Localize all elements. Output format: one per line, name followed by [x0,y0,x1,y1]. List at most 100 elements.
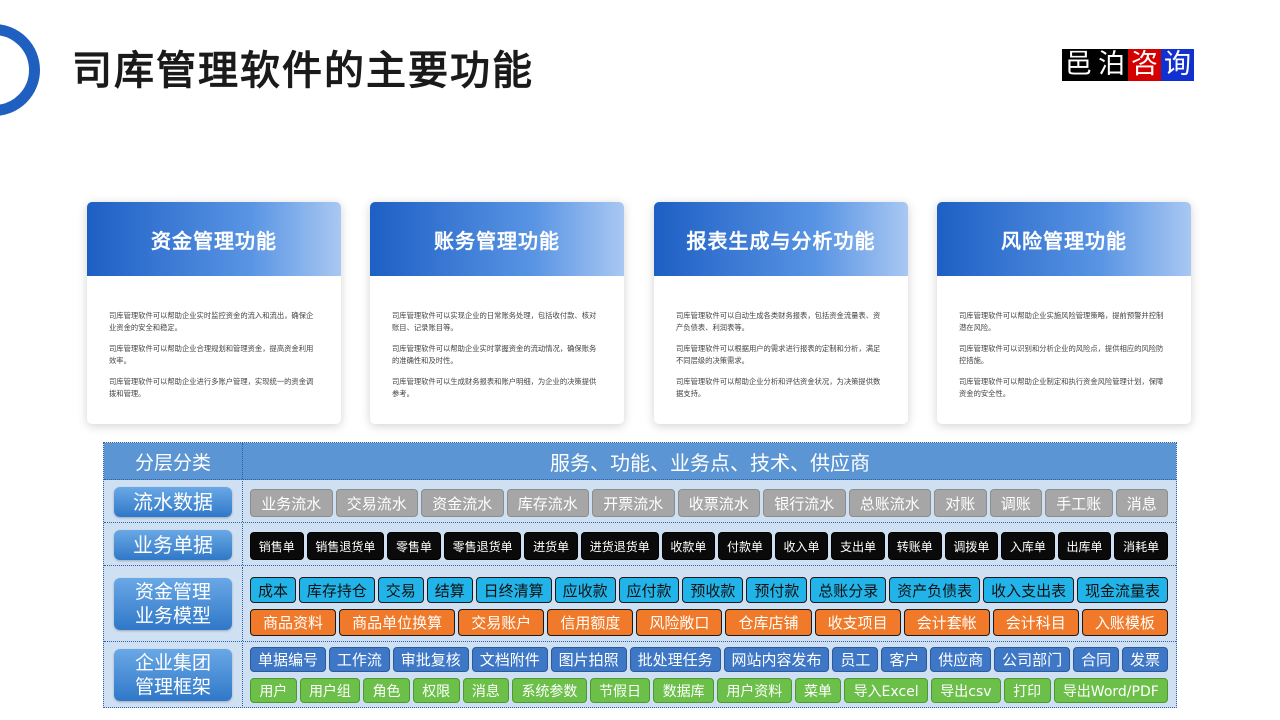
tag-chip: 消息 [462,678,510,703]
card-title: 风险管理功能 [937,202,1191,276]
tag-chip: 调拨单 [944,532,999,560]
tag-chip: 进货单 [524,532,578,560]
grid-row-funds-model: 资金管理业务模型 成本库存持仓交易结算日终清算应收款应付款预收款预付款总账分录资… [104,567,1176,642]
decorative-ring [0,24,40,116]
tag-chip: 图片拍照 [550,647,627,672]
row-label: 资金管理业务模型 [114,578,232,630]
page-title: 司库管理软件的主要功能 [72,48,534,94]
card-paragraph: 司库管理软件可以生成财务报表和账户明细，为企业的决策提供参考。 [392,377,597,398]
tag-chip: 银行流水 [763,489,846,517]
logo-char: 咨 [1128,49,1161,81]
tag-chip: 公司部门 [994,647,1071,672]
tag-chip: 日终清算 [475,577,552,603]
tag-chip: 预收款 [682,577,744,603]
chip-line: 商品资料商品单位换算交易账户信用额度风险敞口仓库店铺收支项目会计套帐会计科目入账… [250,609,1168,636]
card-paragraph: 司库管理软件可以帮助企业实时掌握资金的流动情况，确保账务的准确性和及时性。 [392,344,597,365]
logo-char: 泊 [1095,49,1128,81]
tag-chip: 收支项目 [814,609,901,636]
chip-line: 单据编号工作流审批复核文档附件图片拍照批处理任务网站内容发布员工客户供应商公司部… [250,647,1168,672]
card-paragraph: 司库管理软件可以帮助企业分析和评估资金状况，为决策提供数据支持。 [676,377,881,398]
grid-row-flow-data: 流水数据 业务流水交易流水资金流水库存流水开票流水收票流水银行流水总账流水对账调… [104,481,1176,523]
card-paragraph: 司库管理软件可以帮助企业合理规划和管理资金，提高资金利用效率。 [109,344,314,365]
tag-chip: 系统参数 [512,678,587,703]
tag-chip: 工作流 [328,647,390,672]
tag-chip: 资产负债表 [889,577,981,603]
grid-row-documents: 业务单据 销售单销售退货单零售单零售退货单进货单进货退货单收款单付款单收入单支出… [104,524,1176,566]
tag-chip: 收款单 [661,532,716,560]
tag-chip: 节假日 [589,678,651,703]
tag-chip: 打印 [1003,678,1051,703]
tag-chip: 零售单 [387,532,441,560]
tag-chip: 业务流水 [250,489,333,517]
tag-chip: 总账流水 [848,489,931,517]
tag-chip: 导入Excel [844,678,928,703]
tag-chip: 销售退货单 [306,532,385,560]
tag-chip: 网站内容发布 [723,647,830,672]
tag-chip: 进货退货单 [580,532,659,560]
grid-row-group-framework: 企业集团管理框架 单据编号工作流审批复核文档附件图片拍照批处理任务网站内容发布员… [104,643,1176,706]
feature-card-risk: 风险管理功能 司库管理软件可以帮助企业实施风险管理策略，提前预警并控制潜在风险。… [937,202,1191,424]
feature-card-accounting: 账务管理功能 司库管理软件可以实现企业的日常账务处理，包括收付款、核对账目、记录… [370,202,624,424]
tag-chip: 入库单 [1001,532,1055,560]
grid-header-left: 分层分类 [104,443,243,479]
tag-chip: 供应商 [930,647,992,672]
card-paragraph: 司库管理软件可以自动生成各类财务报表，包括资金流量表、资产负债表、利润表等。 [676,311,881,332]
row-label: 业务单据 [114,529,232,560]
tag-chip: 支出单 [831,532,885,560]
logo-char: 询 [1161,49,1194,81]
logo-char: 邑 [1062,49,1095,81]
tag-chip: 入账模板 [1081,609,1168,636]
tag-chip: 交易流水 [335,489,418,517]
tag-chip: 收入支出表 [983,577,1075,603]
tag-chip: 资金流水 [421,489,504,517]
tag-chip: 单据编号 [250,647,326,672]
tag-chip: 收入单 [774,532,829,560]
tag-chip: 风险敞口 [636,609,723,636]
card-paragraph: 司库管理软件可以帮助企业实时监控资金的流入和流出，确保企业资金的安全和稳定。 [109,311,314,332]
tag-chip: 用户资料 [717,678,792,703]
tag-chip: 预付款 [746,577,808,603]
card-paragraph: 司库管理软件可以帮助企业实施风险管理策略，提前预警并控制潜在风险。 [959,311,1164,332]
tag-chip: 结算 [426,577,473,603]
card-title: 资金管理功能 [87,202,341,276]
feature-cards: 资金管理功能 司库管理软件可以帮助企业实时监控资金的流入和流出，确保企业资金的安… [87,202,1191,424]
tag-chip: 零售退货单 [443,532,522,560]
row-label: 企业集团管理框架 [114,648,232,701]
tag-chip: 应付款 [618,577,680,603]
tag-chip: 调账 [989,489,1042,517]
chip-line: 成本库存持仓交易结算日终清算应收款应付款预收款预付款总账分录资产负债表收入支出表… [250,577,1168,603]
brand-logo: 邑 泊 咨 询 [1062,49,1194,81]
tag-chip: 库存持仓 [298,577,375,603]
tag-chip: 导出csv [930,678,1001,703]
tag-chip: 会计科目 [992,609,1079,636]
card-paragraph: 司库管理软件可以识别和分析企业的风险点，提供相应的风险防控措施。 [959,344,1164,365]
row-label: 流水数据 [114,486,232,517]
tag-chip: 交易账户 [458,609,545,636]
tag-chip: 手工账 [1045,489,1113,517]
tag-chip: 应收款 [554,577,616,603]
tag-chip: 交易 [377,577,424,603]
tag-chip: 权限 [412,678,460,703]
layered-architecture-grid: 分层分类 服务、功能、业务点、技术、供应商 流水数据 业务流水交易流水资金流水库… [103,442,1177,708]
tag-chip: 批处理任务 [629,647,721,672]
grid-header-row: 分层分类 服务、功能、业务点、技术、供应商 [104,443,1176,480]
tag-chip: 消耗单 [1114,532,1168,560]
card-paragraph: 司库管理软件可以帮助企业进行多账户管理，实现统一的资金调拨和管理。 [109,377,314,398]
tag-chip: 对账 [934,489,987,517]
tag-chip: 收票流水 [677,489,760,517]
tag-chip: 付款单 [718,532,772,560]
tag-chip: 现金流量表 [1077,577,1168,603]
tag-chip: 商品资料 [250,609,337,636]
feature-card-reports: 报表生成与分析功能 司库管理软件可以自动生成各类财务报表，包括资金流量表、资产负… [654,202,908,424]
tag-chip: 成本 [250,577,296,603]
row-label-text: 资金管理业务模型 [134,581,211,627]
grid-header-right: 服务、功能、业务点、技术、供应商 [550,450,870,475]
tag-chip: 员工 [832,647,879,672]
tag-chip: 数据库 [653,678,714,703]
tag-chip: 商品单位换算 [339,609,456,636]
tag-chip: 仓库店铺 [725,609,812,636]
chip-line: 业务流水交易流水资金流水库存流水开票流水收票流水银行流水总账流水对账调账手工账消… [250,489,1168,517]
tag-chip: 消息 [1115,489,1168,517]
tag-chip: 销售单 [250,532,304,560]
